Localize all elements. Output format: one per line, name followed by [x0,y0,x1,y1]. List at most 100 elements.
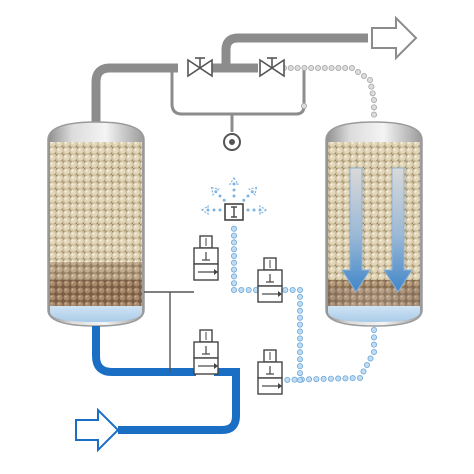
solenoid-valve-sv-3[interactable] [193,329,219,375]
left-tower-top-pipe [91,63,178,122]
purge-dot [287,65,294,72]
purge-dot [321,65,328,72]
purge-flow-arrow-right [383,167,413,293]
exhaust-dot [370,334,377,341]
exhaust-burst-dot [218,194,222,198]
exhaust-burst-arrow [259,204,268,216]
purge-branch-pipe-right [232,68,306,116]
left-desiccant-tower [47,121,145,327]
valve-flow-arrow-icon [278,383,282,389]
exhaust-dot [370,326,377,333]
exhaust-dot [363,361,370,368]
inlet-pipe [118,368,240,434]
exhaust-dot [296,349,303,356]
exhaust-burst-dot [232,188,236,192]
purge-dot [348,65,355,72]
exhaust-burst-dot [242,198,246,202]
exhaust-dot [284,376,291,383]
solenoid-valve-sv-2[interactable] [257,257,283,303]
check-valve-right[interactable] [259,57,285,78]
exhaust-dot [296,286,303,293]
inlet-pipe-network [92,326,240,434]
purge-dot [335,65,342,72]
exhaust-dot [296,321,303,328]
left-tower-water [50,306,142,322]
exhaust-burst-dot [246,208,250,212]
exhaust-burst-dot [212,208,216,212]
exhaust-dot [335,375,342,382]
exhaust-dot [296,370,303,377]
exhaust-dotted-line [230,225,377,383]
purge-dot [314,65,321,72]
purge-flow-arrow-left [341,167,371,293]
purge-dot [370,111,377,118]
exhaust-dot [296,342,303,349]
left-desiccant-beads [50,142,142,280]
check-valve-left[interactable] [187,57,213,78]
exhaust-dot [230,273,237,280]
exhaust-dot [230,239,237,246]
exhaust-burst-arrow [248,186,258,196]
exhaust-dot [230,286,237,293]
purge-dot [370,97,377,104]
exhaust-dot [327,375,334,382]
exhaust-burst-icon [200,176,268,216]
exhaust-dot [370,341,377,348]
left-tower-bottom-pipe [92,326,196,376]
exhaust-burst-dot [246,194,250,198]
exhaust-dot [230,252,237,259]
purge-dotted-line [280,65,377,118]
exhaust-dot [342,375,349,382]
exhaust-silencer-icon [224,203,244,221]
exhaust-dot [370,348,377,355]
purge-dot [354,69,361,76]
purge-dot [342,65,349,72]
outlet-arrow-icon [371,15,418,61]
left-desiccant-saturated [50,280,142,306]
exhaust-dot [296,307,303,314]
purge-dot [308,65,315,72]
exhaust-dot [296,300,303,307]
exhaust-burst-dot [222,198,226,202]
purge-orifice-icon [223,133,241,151]
exhaust-burst-dot [218,208,222,212]
exhaust-dot [296,335,303,342]
exhaust-dot [296,293,303,300]
valve-flow-arrow-icon [278,291,282,297]
exhaust-dot [296,356,303,363]
exhaust-dot [230,280,237,287]
purge-dot [369,90,376,97]
exhaust-dot [230,259,237,266]
exhaust-dot [296,314,303,321]
purge-dot [300,103,307,110]
inlet-arrow-icon [75,407,120,453]
right-desiccant-beads [328,142,420,288]
purge-dot [368,83,375,90]
exhaust-dot [367,355,374,362]
outlet-pipe [221,33,368,68]
exhaust-dot [291,376,298,383]
purge-branch-pipe [170,68,234,132]
solenoid-valve-sv-1[interactable] [193,235,219,281]
exhaust-dot [282,286,289,293]
exhaust-dot [230,232,237,239]
solenoid-valve-sv-4[interactable] [257,349,283,395]
right-tower-water [328,306,420,322]
exhaust-burst-arrow [200,204,209,216]
exhaust-dot [245,286,252,293]
exhaust-dot [320,375,327,382]
purge-dot [360,73,367,80]
purge-dot [366,77,373,84]
valve-flow-arrow-icon [214,269,218,275]
exhaust-dot [360,368,367,375]
exhaust-dot [289,286,296,293]
purge-dot [370,104,377,111]
exhaust-burst-arrow [210,186,220,196]
exhaust-dot [230,225,237,232]
exhaust-dot [296,376,303,383]
purge-dot [328,65,335,72]
exhaust-dot [296,328,303,335]
exhaust-dot [306,376,313,383]
exhaust-burst-dot [252,208,256,212]
